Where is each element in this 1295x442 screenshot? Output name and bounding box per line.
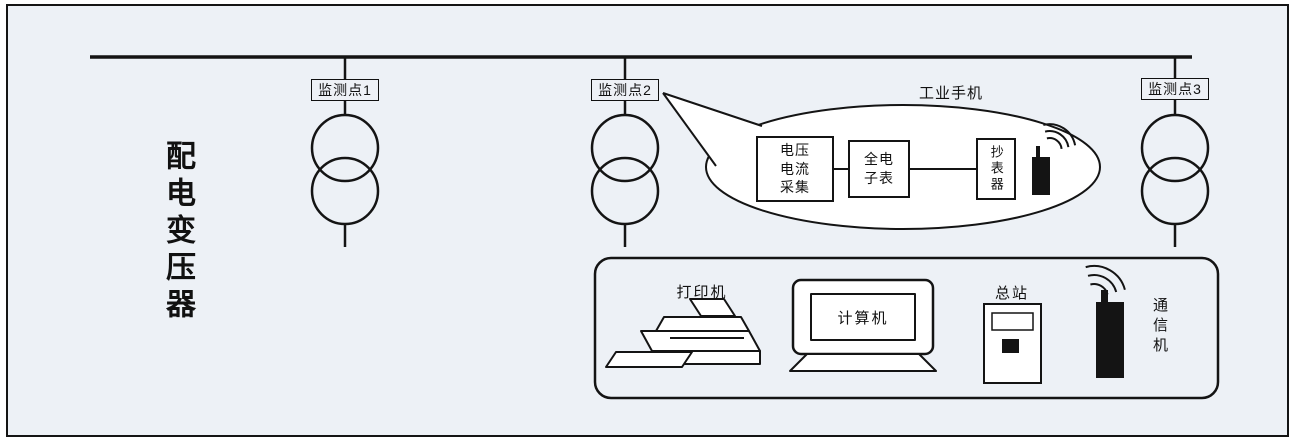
bubble-tail-edge-top — [662, 92, 763, 127]
bubble-title: 工业手机 — [918, 84, 983, 102]
collector-line-1: 电压 — [780, 141, 810, 158]
meter-box-label: 全电 子表 — [849, 141, 909, 197]
wireless-signal-icon-comm — [1085, 265, 1126, 295]
reader-box — [976, 138, 1016, 200]
meter-box — [848, 140, 910, 198]
frame — [6, 4, 1289, 437]
transformer-symbol-3 — [1140, 58, 1210, 247]
computer-icon — [789, 278, 937, 372]
reader-label: 抄表器 — [988, 145, 1004, 193]
wireless-signal-icon-phone — [1043, 123, 1077, 150]
comm-device-label: 通信机 — [1151, 297, 1168, 357]
transformer-symbol-1 — [310, 58, 380, 247]
monitor-point-1-label: 监测点1 — [311, 79, 379, 101]
reader-box-label: 抄表器 — [977, 139, 1015, 199]
master-station-label: 总站 — [994, 284, 1029, 302]
master-station-icon — [983, 303, 1042, 384]
collector-line-3: 采集 — [780, 179, 810, 196]
collector-box — [756, 136, 834, 202]
bubble-tail-edge-bottom — [662, 92, 717, 167]
phone-antenna-icon — [1036, 146, 1040, 157]
meter-line-2: 子表 — [864, 170, 894, 186]
computer-label: 计算机 — [837, 309, 889, 327]
monitor-point-2-label: 监测点2 — [591, 79, 659, 101]
printer-icon — [605, 298, 761, 368]
bubble-tail — [663, 93, 762, 166]
handheld-phone-icon — [1032, 157, 1050, 195]
collector-box-label: 电压 电流 采集 — [757, 137, 833, 201]
transformer-title: 配电变压器 — [161, 140, 194, 325]
station-panel — [593, 256, 1220, 400]
comm-device-icon — [1096, 290, 1124, 378]
meter-line-1: 全电 — [864, 151, 894, 168]
monitor-point-3-label: 监测点3 — [1141, 78, 1209, 100]
printer-label: 打印机 — [676, 283, 728, 301]
collector-line-2: 电流 — [780, 160, 810, 177]
